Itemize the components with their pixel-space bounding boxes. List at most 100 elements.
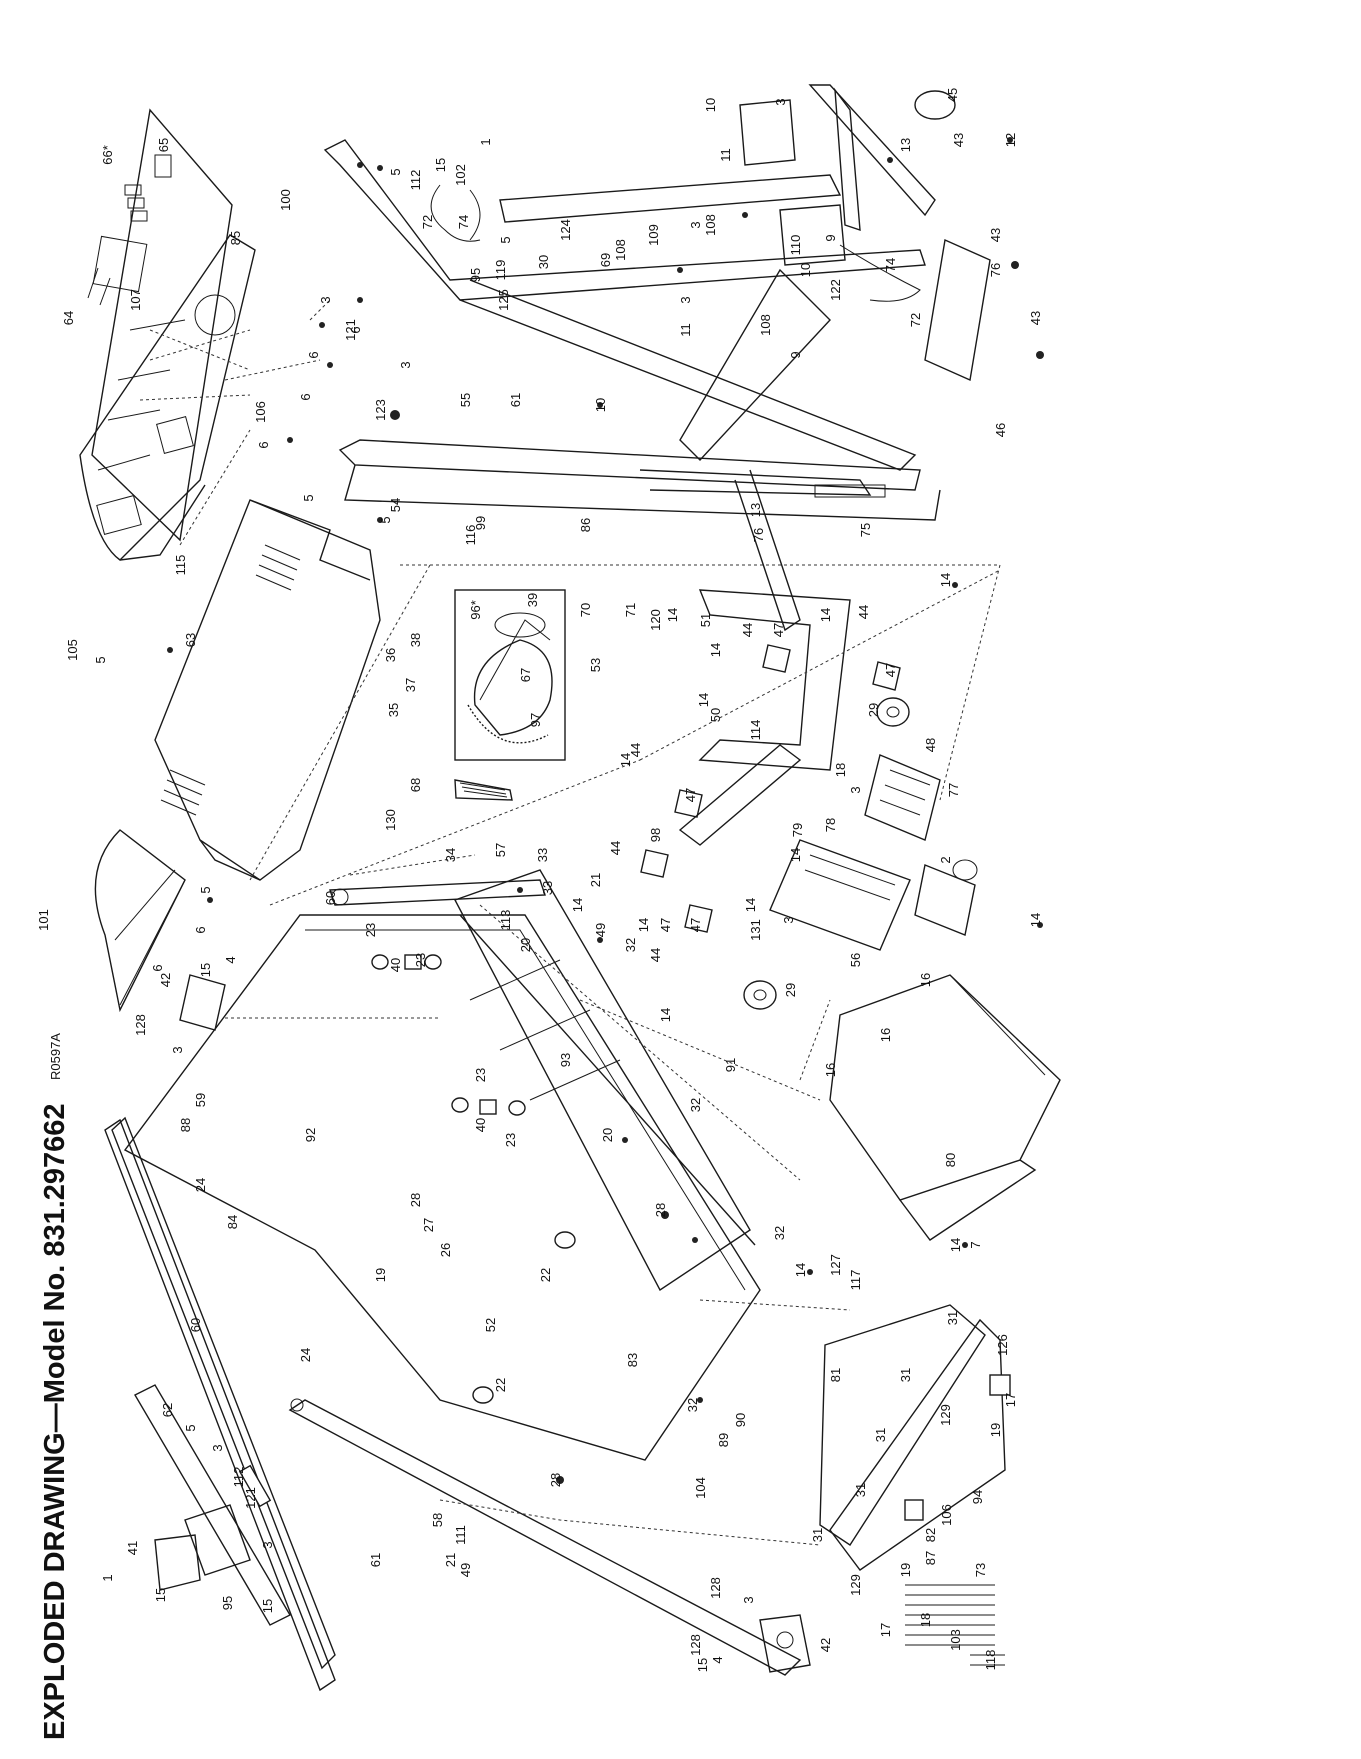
part-callout-31: 31 — [853, 1483, 868, 1497]
part-callout-114: 114 — [748, 720, 763, 741]
part-callout-1: 1 — [478, 138, 493, 145]
part-callout-5: 5 — [498, 236, 513, 243]
part-callout-106: 106 — [253, 401, 268, 423]
part-callout-110: 110 — [788, 235, 803, 256]
part-callout-14: 14 — [948, 1238, 963, 1252]
part-callout-128: 128 — [133, 1014, 148, 1036]
part-callout-124: 124 — [558, 219, 573, 241]
part-callout-41: 41 — [125, 1541, 140, 1555]
part-callout-45: 45 — [945, 88, 960, 102]
part-callout-14: 14 — [1028, 913, 1043, 927]
part-callout-3: 3 — [678, 296, 693, 303]
part-callout-104: 104 — [693, 1477, 708, 1499]
part-callout-5: 5 — [183, 1424, 198, 1431]
part-callout-60: 60 — [188, 1318, 203, 1332]
side-handle-62 — [134, 1384, 291, 1626]
part-callout-14: 14 — [938, 573, 953, 587]
part-callout-109: 109 — [646, 224, 661, 246]
part-callout-3: 3 — [210, 1444, 225, 1451]
console-overlay-part — [87, 108, 233, 542]
part-callout-77: 77 — [946, 783, 961, 797]
part-callout-4: 4 — [710, 1656, 725, 1663]
part-callout-14: 14 — [696, 693, 711, 707]
brackets-47 — [640, 644, 901, 933]
part-callout-80: 80 — [943, 1153, 958, 1167]
part-callout-95: 95 — [468, 268, 483, 282]
part-callout-117: 117 — [848, 1270, 863, 1291]
part-callout-14: 14 — [636, 918, 651, 932]
part-callout-9: 9 — [788, 351, 803, 358]
part-callout-85: 85 — [228, 231, 243, 245]
part-callout-22: 22 — [493, 1378, 508, 1392]
part-callout-5: 5 — [378, 516, 393, 523]
part-callout-30: 30 — [536, 255, 551, 269]
part-callout-19: 19 — [988, 1423, 1003, 1437]
part-callout-126: 126 — [995, 1334, 1010, 1356]
motor-hood-part — [154, 499, 381, 881]
part-callout-57: 57 — [493, 843, 508, 857]
part-callout-18: 18 — [918, 1613, 933, 1627]
part-callout-23: 23 — [473, 1068, 488, 1082]
part-callout-43: 43 — [1028, 311, 1043, 325]
part-callout-1: 1 — [100, 1574, 115, 1581]
part-callout-49: 49 — [593, 923, 608, 937]
base-frame-80 — [829, 974, 1061, 1241]
part-callout-40: 40 — [473, 1118, 488, 1132]
upright-frame — [323, 84, 991, 496]
part-callout-14: 14 — [708, 643, 723, 657]
part-callout-55: 55 — [458, 393, 473, 407]
part-callout-33: 33 — [540, 881, 555, 895]
part-callout-118: 118 — [983, 1650, 998, 1671]
part-callout-43: 43 — [988, 228, 1003, 242]
part-callout-48: 48 — [923, 738, 938, 752]
drawing-code: R0597A — [48, 1033, 63, 1080]
part-callout-47: 47 — [883, 663, 898, 677]
part-callout-73: 73 — [973, 1563, 988, 1577]
pulley-29-lower — [743, 980, 777, 1010]
part-callout-130: 130 — [383, 809, 398, 831]
drawing-title: EXPLODED DRAWING—Model No. 831.297662 — [39, 1103, 71, 1740]
drive-belt — [454, 779, 513, 801]
handrail-left — [288, 1398, 802, 1676]
part-callout-68: 68 — [408, 778, 423, 792]
part-callout-65: 65 — [156, 138, 171, 152]
part-callout-67: 67 — [518, 668, 533, 682]
upright-86 — [338, 90, 956, 632]
part-callout-31: 31 — [873, 1428, 888, 1442]
part-callout-22: 22 — [538, 1268, 553, 1282]
part-callout-72: 72 — [420, 215, 435, 229]
part-callout-129: 129 — [938, 1404, 953, 1426]
plate-56 — [769, 839, 911, 951]
part-callout-3: 3 — [773, 98, 788, 105]
part-callout-31: 31 — [898, 1368, 913, 1382]
part-callout-14: 14 — [818, 608, 833, 622]
part-callout-89: 89 — [716, 1433, 731, 1447]
part-callout-3: 3 — [688, 221, 703, 228]
part-callout-51: 51 — [698, 613, 713, 627]
part-callout-24: 24 — [193, 1178, 208, 1192]
part-callout-13: 13 — [748, 503, 763, 517]
part-callout-72: 72 — [908, 313, 923, 327]
part-callout-37: 37 — [403, 678, 418, 692]
part-callout-23: 23 — [503, 1133, 518, 1147]
part-callout-3: 3 — [848, 786, 863, 793]
part-callout-108: 108 — [758, 314, 773, 336]
part-callout-14: 14 — [618, 753, 633, 767]
part-callout-11: 11 — [678, 323, 693, 337]
part-callout-4: 4 — [223, 956, 238, 963]
bolt-bundle — [905, 1584, 1005, 1666]
part-callout-40: 40 — [388, 958, 403, 972]
part-callout-42: 42 — [158, 973, 173, 987]
part-callout-28: 28 — [548, 1473, 563, 1487]
part-callout-36: 36 — [383, 648, 398, 662]
part-callout-47: 47 — [771, 623, 786, 637]
part-callout-105: 105 — [65, 639, 80, 661]
part-callout-111: 111 — [453, 1525, 468, 1545]
part-callout-62: 62 — [160, 1403, 175, 1417]
part-callout-84: 84 — [225, 1215, 240, 1229]
part-callout-20: 20 — [518, 938, 533, 952]
deck-frame-93 — [454, 869, 756, 1292]
part-callout-112: 112 — [408, 170, 423, 191]
